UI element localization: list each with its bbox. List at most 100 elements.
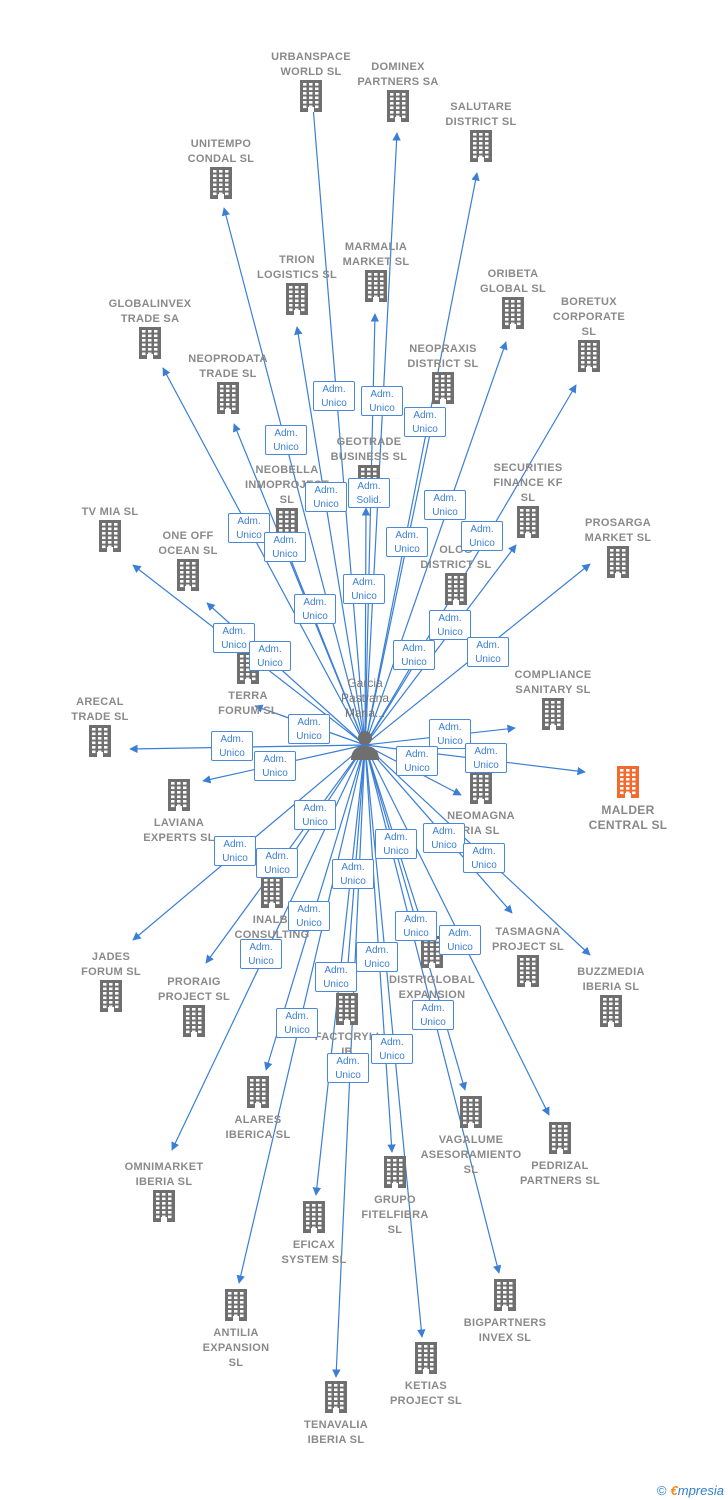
company-node-alares[interactable]: ALARES IBERICA SL xyxy=(198,1076,318,1143)
building-icon xyxy=(396,573,516,610)
role-badge-adm-unico[interactable]: Adm. Unico xyxy=(332,859,374,889)
company-node-oribeta[interactable]: ORIBETA GLOBAL SL xyxy=(453,267,573,334)
company-node-neopraxis[interactable]: NEOPRAXIS DISTRICT SL xyxy=(383,342,503,409)
company-node-pedrizal[interactable]: PEDRIZAL PARTNERS SL xyxy=(500,1122,620,1189)
company-name: SECURITIES FINANCE KF SL xyxy=(493,462,563,504)
company-node-salutare[interactable]: SALUTARE DISTRICT SL xyxy=(421,100,541,167)
role-badge-adm-unico[interactable]: Adm. Unico xyxy=(371,1034,413,1064)
company-node-trion[interactable]: TRION LOGISTICS SL xyxy=(237,253,357,320)
company-node-unitempo[interactable]: UNITEMPO CONDAL SL xyxy=(161,137,281,204)
role-badge-adm-unico[interactable]: Adm. Unico xyxy=(313,381,355,411)
company-node-ketias[interactable]: KETIAS PROJECT SL xyxy=(366,1342,486,1409)
company-node-urbanspace[interactable]: URBANSPACE WORLD SL xyxy=(251,50,371,117)
company-node-neomagna[interactable]: NEOMAGNA RIA SL xyxy=(421,772,541,839)
company-node-grupofitel[interactable]: GRUPO FITELFIBRA SL xyxy=(335,1156,455,1238)
role-badge-adm-unico[interactable]: Adm. Unico xyxy=(288,901,330,931)
company-name: MALDER CENTRAL SL xyxy=(588,803,668,832)
role-badge-adm-unico[interactable]: Adm. Unico xyxy=(375,829,417,859)
footer-brand[interactable]: ©€mpresia xyxy=(657,1483,724,1498)
building-icon xyxy=(128,559,248,596)
company-name: TASMAGNA PROJECT SL xyxy=(491,926,565,953)
company-node-eficax[interactable]: EFICAX SYSTEM SL xyxy=(254,1201,374,1268)
person-icon xyxy=(351,731,379,760)
role-badge-adm-unico[interactable]: Adm. Unico xyxy=(404,407,446,437)
role-badge-adm-unico[interactable]: Adm. Unico xyxy=(315,962,357,992)
building-icon xyxy=(50,520,170,557)
role-badge-adm-unico[interactable]: Adm. Unico xyxy=(343,574,385,604)
role-badge-adm-unico[interactable]: Adm. Unico xyxy=(276,1008,318,1038)
edge-neopraxis xyxy=(364,409,438,746)
company-node-omnimarket[interactable]: OMNIMARKET IBERIA SL xyxy=(104,1160,224,1227)
company-name: ORIBETA GLOBAL SL xyxy=(479,268,547,295)
role-badge-adm-unico[interactable]: Adm. Unico xyxy=(249,641,291,671)
edge-geotrade xyxy=(361,507,371,746)
company-node-jades[interactable]: JADES FORUM SL xyxy=(51,950,171,1017)
company-name: INALBI CONSULTING xyxy=(234,914,310,941)
role-badge-adm-unico[interactable]: Adm. Unico xyxy=(265,425,307,455)
company-node-dominex[interactable]: DOMINEX PARTNERS SA xyxy=(338,60,458,127)
role-badge-adm-unico[interactable]: Adm. Unico xyxy=(429,610,471,640)
role-badge-adm-unico[interactable]: Adm. Unico xyxy=(356,942,398,972)
person-node[interactable]: Garcia Pastrana Maria... xyxy=(320,676,410,761)
company-node-tvmia[interactable]: TV MIA SL xyxy=(50,505,170,557)
role-badge-adm-unico[interactable]: Adm. Unico xyxy=(423,823,465,853)
edge-trion xyxy=(294,326,366,746)
role-badge-adm-unico[interactable]: Adm. Unico xyxy=(213,623,255,653)
role-badge-adm-solid[interactable]: Adm. Solid. xyxy=(348,478,390,508)
company-node-tenavalia[interactable]: TENAVALIA IBERIA SL xyxy=(276,1381,396,1448)
company-node-distriglobal[interactable]: DISTRIGLOBAL EXPANSION xyxy=(372,936,492,1003)
company-node-marmalia[interactable]: MARMALIA MARKET SL xyxy=(316,240,436,307)
company-node-neoprodata[interactable]: NEOPRODATA TRADE SL xyxy=(168,352,288,419)
company-node-antilia[interactable]: ANTILIA EXPANSION SL xyxy=(176,1289,296,1371)
role-badge-adm-unico[interactable]: Adm. Unico xyxy=(361,386,403,416)
company-node-vagalume[interactable]: VAGALUME ASESORAMIENTO SL xyxy=(411,1096,531,1178)
company-node-prosarga[interactable]: PROSARGA MARKET SL xyxy=(558,516,678,583)
company-node-ologdistrict[interactable]: OLOG DISTRICT SL xyxy=(396,543,516,610)
role-badge-adm-unico[interactable]: Adm. Unico xyxy=(439,925,481,955)
role-badge-adm-unico[interactable]: Adm. Unico xyxy=(465,743,507,773)
company-node-compliance[interactable]: COMPLIANCE SANITARY SL xyxy=(493,668,613,735)
edge-salutare xyxy=(364,172,480,746)
role-badge-adm-unico[interactable]: Adm. Unico xyxy=(393,640,435,670)
edge-unitempo xyxy=(221,207,366,746)
role-badge-adm-unico[interactable]: Adm. Unico xyxy=(256,848,298,878)
role-badge-adm-unico[interactable]: Adm. Unico xyxy=(467,637,509,667)
company-node-malder[interactable]: MALDER CENTRAL SL xyxy=(568,766,688,833)
role-badge-adm-unico[interactable]: Adm. Unico xyxy=(288,714,330,744)
company-node-boretux[interactable]: BORETUX CORPORATE SL xyxy=(529,295,649,377)
role-badge-adm-unico[interactable]: Adm. Unico xyxy=(228,513,270,543)
company-node-inalbi[interactable]: INALBI CONSULTING xyxy=(212,876,332,943)
company-node-securities[interactable]: SECURITIES FINANCE KF SL xyxy=(468,461,588,543)
role-badge-adm-unico[interactable]: Adm. Unico xyxy=(305,482,347,512)
building-icon xyxy=(90,327,210,364)
role-badge-adm-unico[interactable]: Adm. Unico xyxy=(214,836,256,866)
role-badge-adm-unico[interactable]: Adm. Unico xyxy=(461,521,503,551)
role-badge-adm-unico[interactable]: Adm. Unico xyxy=(386,527,428,557)
role-badge-adm-unico[interactable]: Adm. Unico xyxy=(412,1000,454,1030)
company-node-factoryli[interactable]: FACTORYLI IB xyxy=(287,993,407,1060)
company-node-globalinvex[interactable]: GLOBALINVEX TRADE SA xyxy=(90,297,210,364)
role-badge-adm-unico[interactable]: Adm. Unico xyxy=(294,800,336,830)
company-node-proraig[interactable]: PRORAIG PROJECT SL xyxy=(134,975,254,1042)
company-name: GRUPO FITELFIBRA SL xyxy=(361,1194,429,1236)
role-badge-adm-unico[interactable]: Adm. Unico xyxy=(396,746,438,776)
company-node-oneoff[interactable]: ONE OFF OCEAN SL xyxy=(128,529,248,596)
role-badge-adm-unico[interactable]: Adm. Unico xyxy=(211,731,253,761)
role-badge-adm-unico[interactable]: Adm. Unico xyxy=(424,490,466,520)
role-badge-adm-unico[interactable]: Adm. Unico xyxy=(240,939,282,969)
role-badge-adm-unico[interactable]: Adm. Unico xyxy=(395,911,437,941)
role-badge-adm-unico[interactable]: Adm. Unico xyxy=(254,751,296,781)
company-node-arecal[interactable]: ARECAL TRADE SL xyxy=(40,695,160,762)
role-badge-adm-unico[interactable]: Adm. Unico xyxy=(264,532,306,562)
role-badge-adm-unico[interactable]: Adm. Unico xyxy=(294,594,336,624)
role-badge-adm-unico[interactable]: Adm. Unico xyxy=(463,843,505,873)
company-node-tasmagna[interactable]: TASMAGNA PROJECT SL xyxy=(468,925,588,992)
company-node-buzzmedia[interactable]: BUZZMEDIA IBERIA SL xyxy=(551,965,671,1032)
company-name: OMNIMARKET IBERIA SL xyxy=(124,1161,204,1188)
building-icon xyxy=(383,372,503,409)
role-badge-adm-unico[interactable]: Adm. Unico xyxy=(429,719,471,749)
company-node-laviana[interactable]: LAVIANA EXPERTS SL xyxy=(119,779,239,846)
person-name: Garcia Pastrana Maria... xyxy=(340,676,390,720)
company-node-bigpartners[interactable]: BIGPARTNERS INVEX SL xyxy=(445,1279,565,1346)
role-badge-adm-unico[interactable]: Adm. Unico xyxy=(327,1053,369,1083)
